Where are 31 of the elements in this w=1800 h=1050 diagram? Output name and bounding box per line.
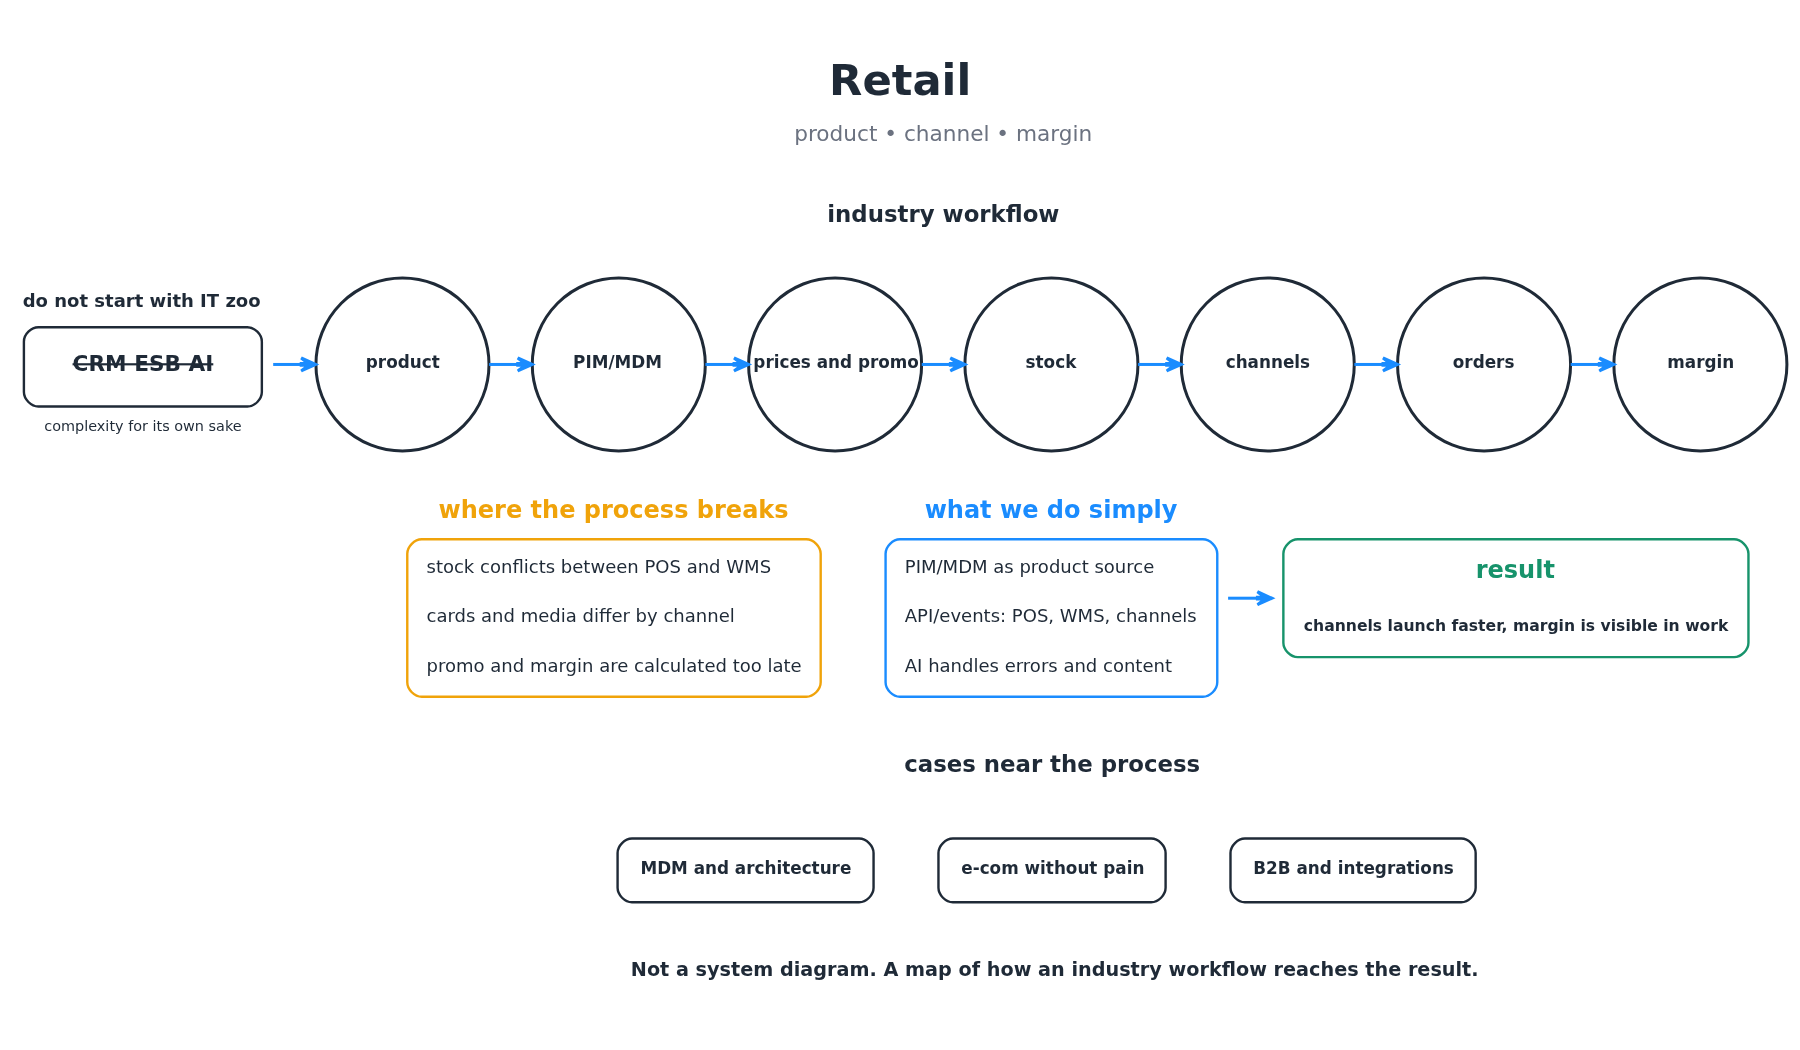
caption: Not a system diagram. A map of how an industry workflow reaches the result. bbox=[630, 957, 1479, 981]
node-box: result channels launch faster, margin is visible in work bbox=[1282, 537, 1750, 658]
node-box: e-com without pain bbox=[937, 836, 1167, 903]
node-box: CRM ESB AI bbox=[22, 325, 264, 408]
node-label: complexity for its own sake bbox=[44, 417, 242, 434]
arrow bbox=[1228, 589, 1274, 606]
node-box: B2B and integrations bbox=[1229, 836, 1477, 903]
node-box: PIM/MDM as product source API/events: POS, WMS, channels AI handles errors and content bbox=[884, 537, 1219, 698]
node-box: stock conflicts between POS and WMS cards and media differ by channel promo and margin are calculated too late bbox=[406, 537, 822, 698]
node-circle: product bbox=[314, 275, 491, 452]
label: cases near the process bbox=[904, 750, 1201, 776]
label: industry workflow bbox=[827, 200, 1060, 227]
node-label: where the process breaks bbox=[438, 495, 789, 524]
node-label: do not start with IT zoo bbox=[22, 289, 261, 311]
node-box: MDM and architecture bbox=[616, 836, 875, 903]
node-circle: PIM/MDM bbox=[530, 275, 707, 452]
label: product • channel • margin bbox=[794, 120, 1093, 146]
arrow bbox=[1138, 355, 1183, 372]
diagram-title: Retail bbox=[829, 54, 972, 105]
node-circle: margin bbox=[1612, 275, 1789, 452]
node-circle: channels bbox=[1179, 275, 1356, 452]
arrow bbox=[1354, 355, 1399, 372]
node-circle: orders bbox=[1396, 275, 1573, 452]
arrow bbox=[489, 355, 534, 372]
arrow bbox=[921, 355, 967, 372]
arrow bbox=[1570, 355, 1616, 372]
node-label: what we do simply bbox=[924, 495, 1178, 524]
node-circle: stock bbox=[963, 275, 1140, 452]
arrow bbox=[273, 355, 318, 372]
arrow bbox=[705, 355, 750, 372]
node-circle: prices and promo bbox=[747, 275, 924, 452]
